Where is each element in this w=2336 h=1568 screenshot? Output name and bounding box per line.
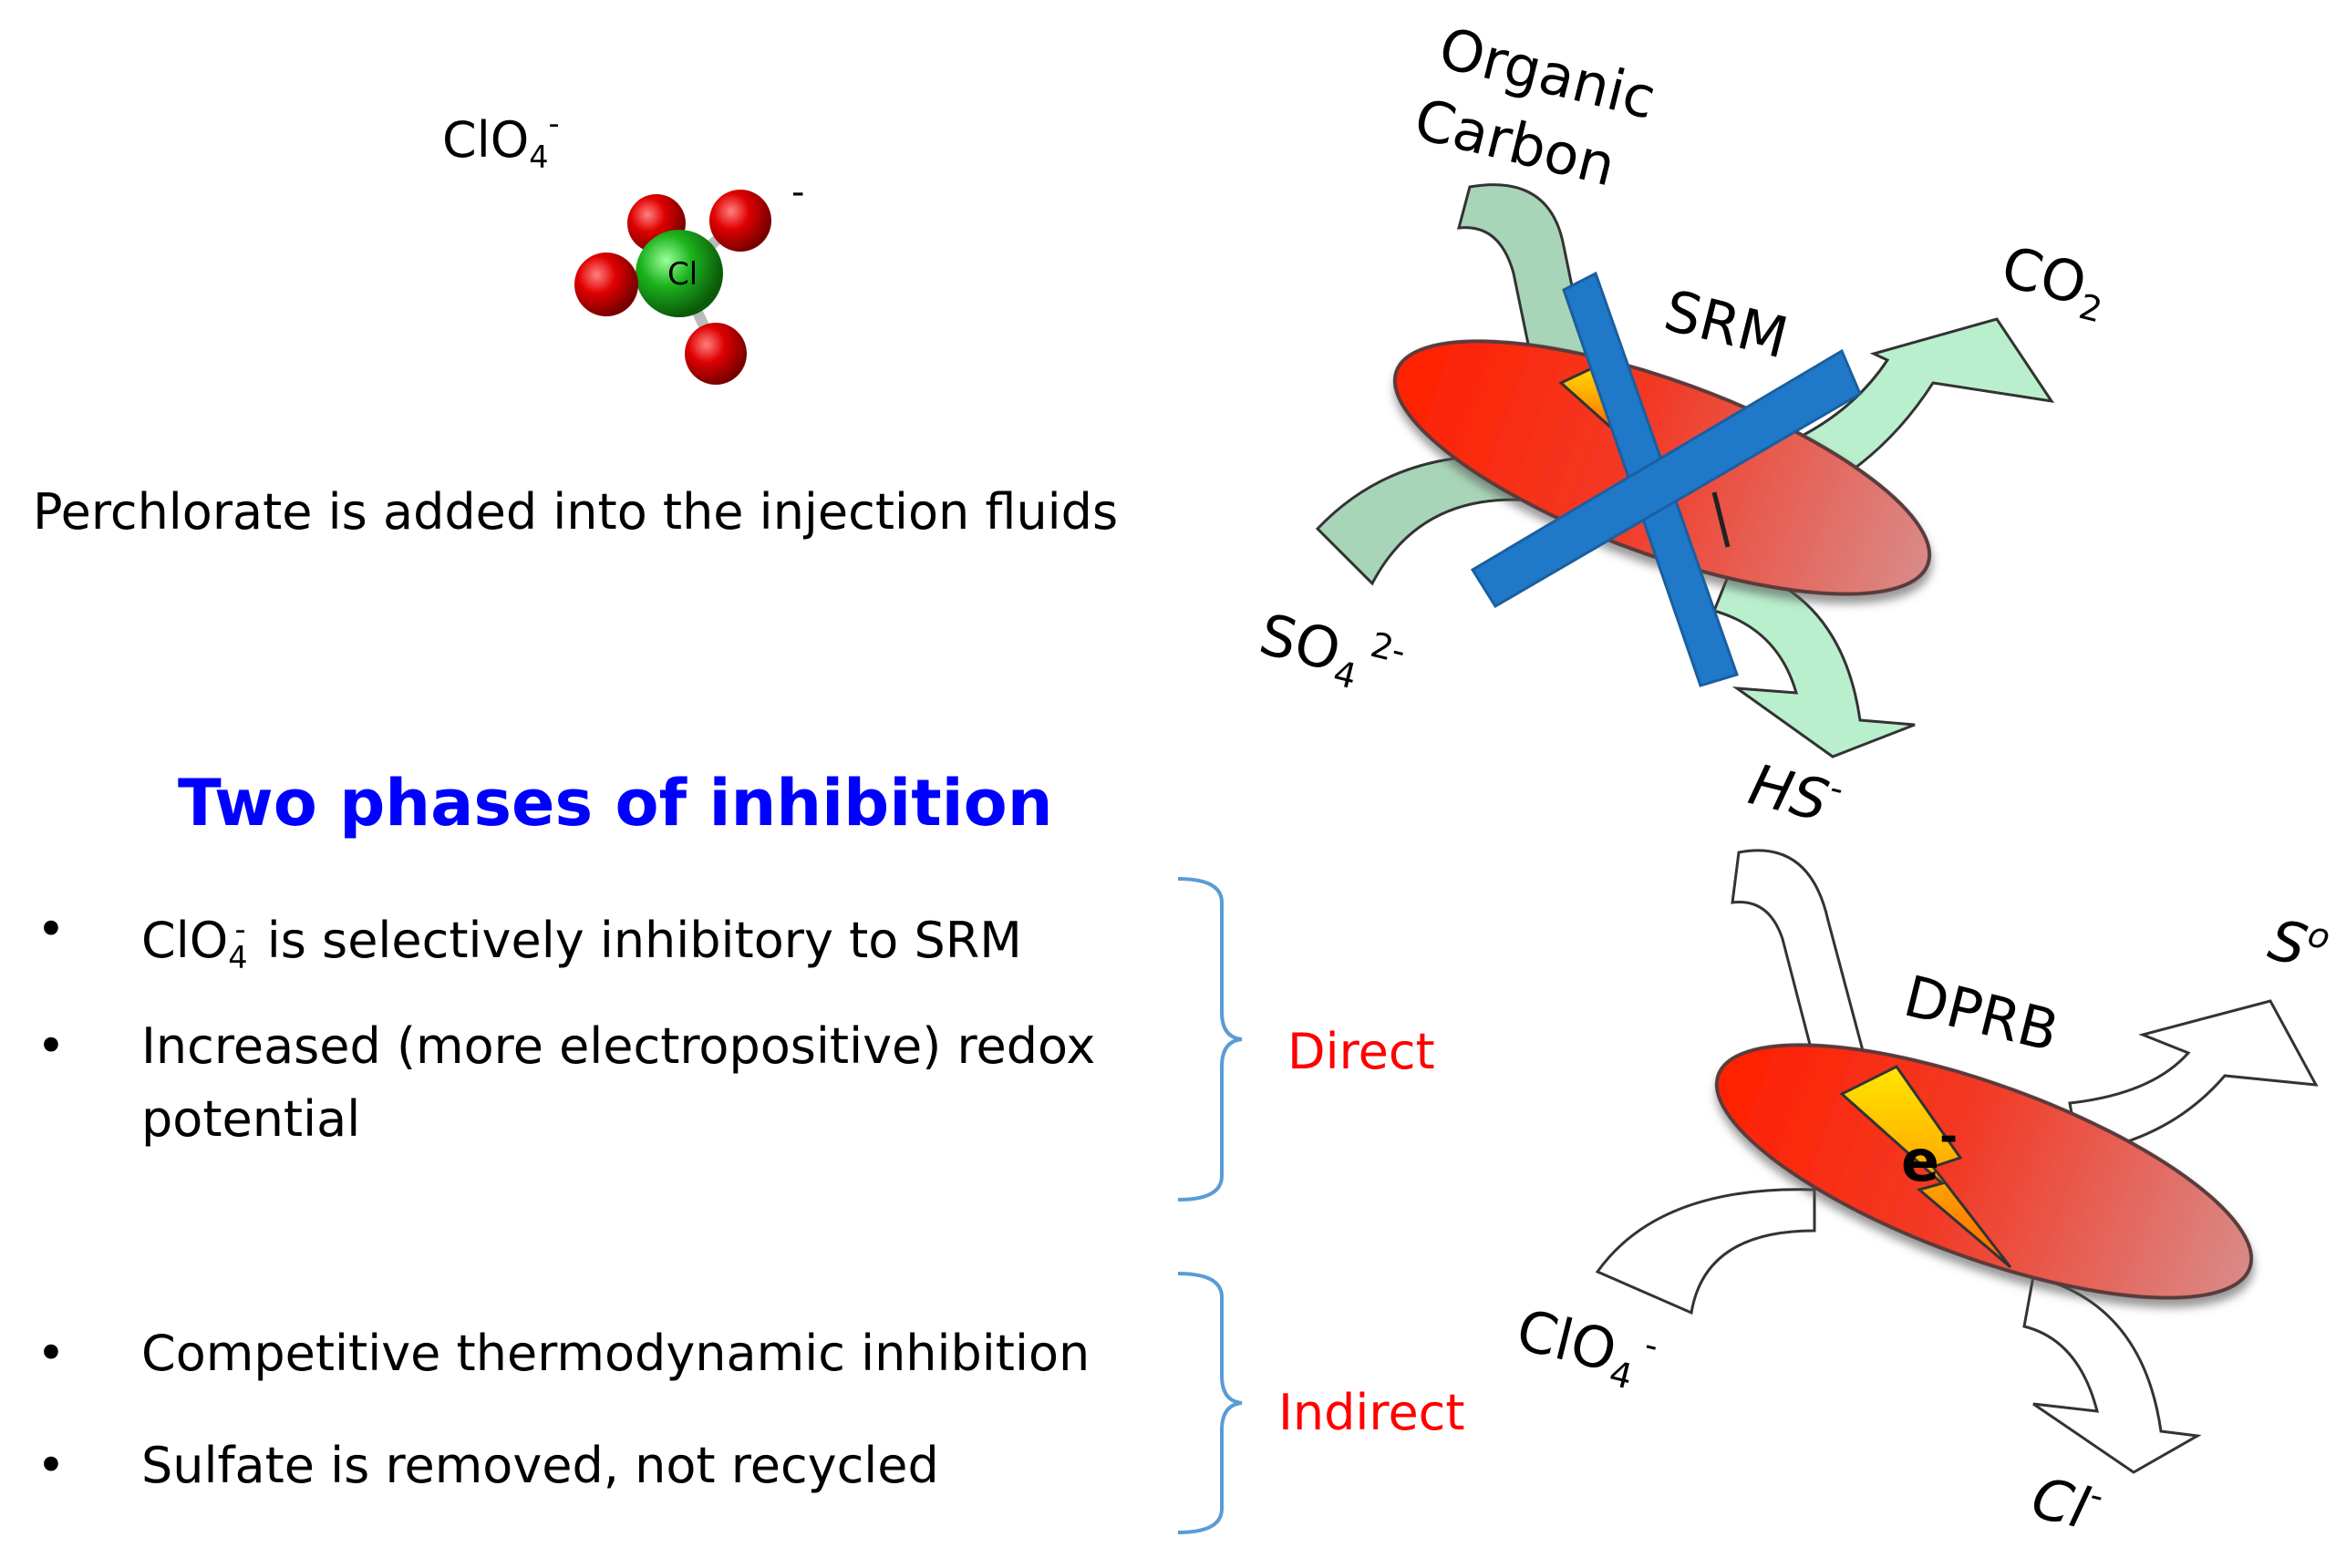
perchlorate-input-arrow bbox=[1595, 1188, 1816, 1315]
indirect-bracket bbox=[1177, 1272, 1243, 1534]
direct-label: Direct bbox=[1287, 1023, 1435, 1080]
perchlorate-label: ClO4- bbox=[1508, 1294, 1662, 1402]
molecule-charge: - bbox=[791, 171, 805, 213]
bullet-dot: • bbox=[36, 1017, 66, 1075]
bullet-dot: • bbox=[36, 1437, 66, 1494]
dprb-cell bbox=[1714, 1043, 2254, 1300]
indirect-label: Indirect bbox=[1278, 1384, 1465, 1441]
sulfate-label: SO42- bbox=[1251, 598, 1410, 707]
oxygen-atom bbox=[574, 253, 638, 316]
hs-input-arrow bbox=[1731, 849, 1866, 1064]
oxygen-atom bbox=[685, 323, 747, 385]
dprb-label: DPRB bbox=[1897, 963, 2064, 1065]
inhibition-cross-icon bbox=[1470, 271, 1862, 687]
sulfur-label: So bbox=[2262, 905, 2334, 985]
direct-bracket bbox=[1177, 877, 1243, 1202]
bullet-dot: • bbox=[36, 1325, 66, 1382]
co2-label: CO2 bbox=[1993, 233, 2114, 331]
intro-text: Perchlorate is added into the injection … bbox=[33, 483, 1119, 541]
section-heading: Two phases of inhibition bbox=[178, 766, 1053, 841]
perchlorate-molecule: Cl bbox=[574, 190, 771, 385]
hs-output-arrow bbox=[1711, 563, 1916, 758]
dprb-lightning-icon bbox=[1839, 1065, 2012, 1269]
oxygen-atom bbox=[709, 190, 771, 252]
chlorine-label: Cl bbox=[667, 256, 698, 293]
chloride-label: Cl- bbox=[2025, 1461, 2107, 1545]
bullet-dot: • bbox=[36, 901, 66, 958]
electron-label: e- bbox=[1901, 1111, 1958, 1194]
chlorine-atom bbox=[636, 230, 723, 317]
perchlorate-formula: ClO4- bbox=[442, 106, 560, 175]
chloride-output-arrow bbox=[2022, 1274, 2202, 1474]
srm-label: SRM bbox=[1658, 277, 1794, 372]
hs-label: HS- bbox=[1742, 748, 1847, 838]
